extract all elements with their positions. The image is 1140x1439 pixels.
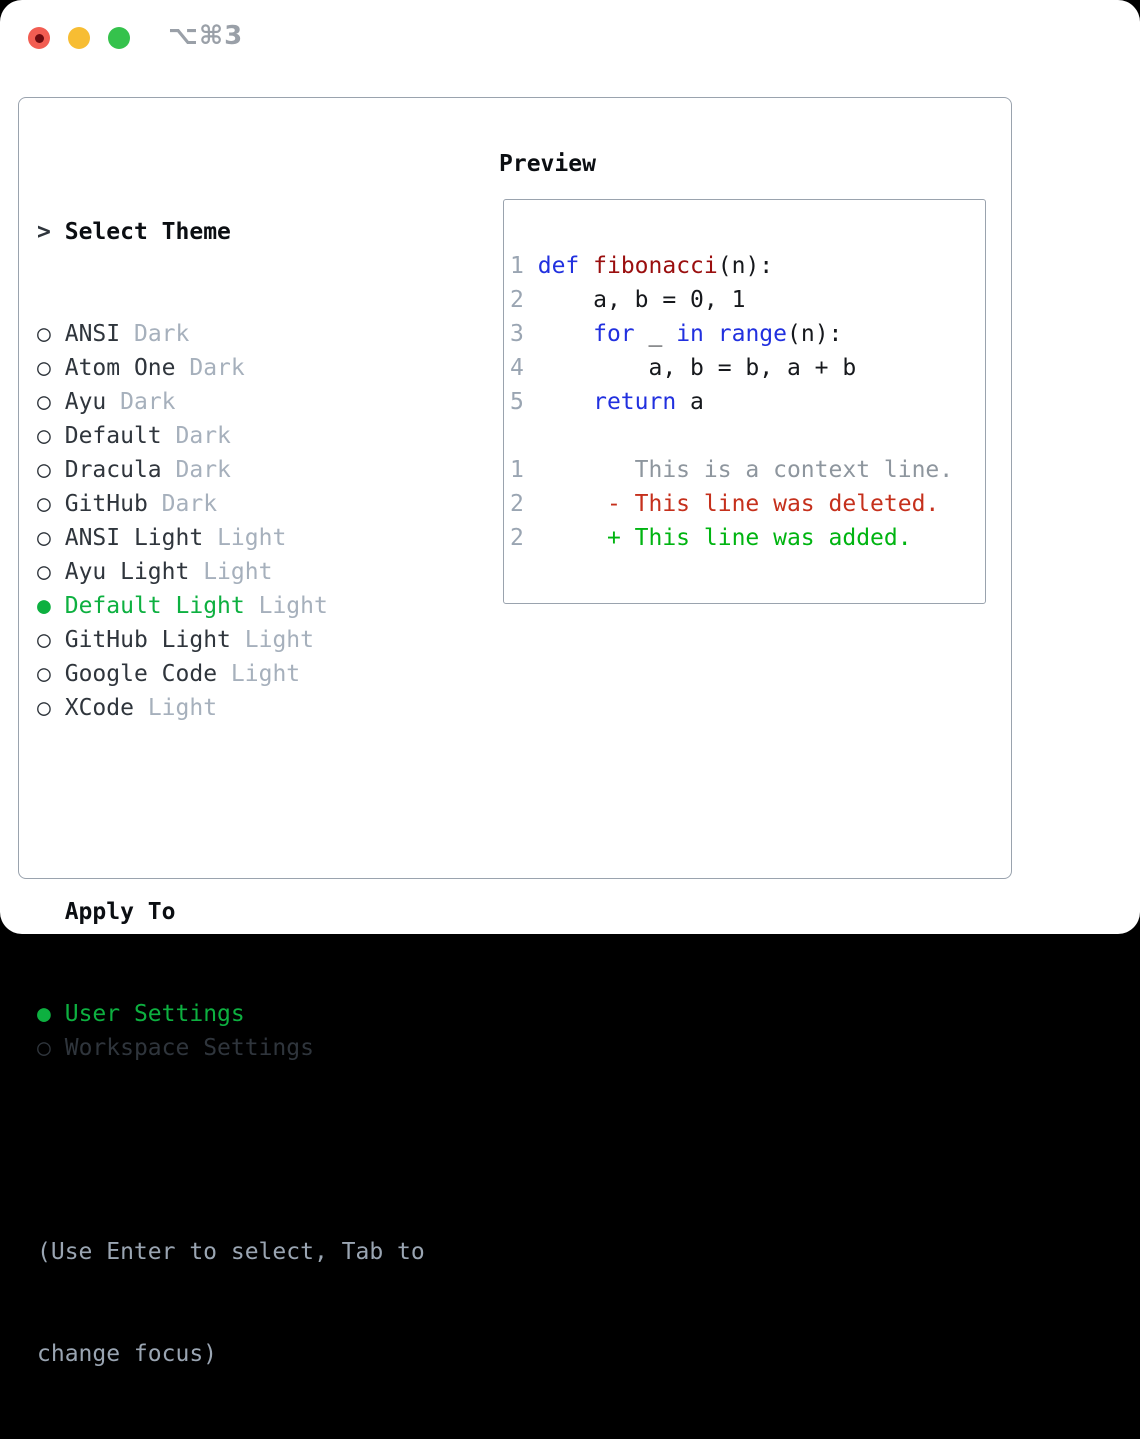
- close-button[interactable]: [28, 27, 50, 49]
- focus-caret-icon: >: [37, 219, 51, 245]
- radio-icon: ○: [37, 491, 51, 517]
- theme-option-default[interactable]: ○ Default Dark: [37, 419, 425, 453]
- theme-list: ○ ANSI Dark○ Atom One Dark○ Ayu Dark○ De…: [37, 317, 425, 725]
- theme-name: Dracula: [64, 457, 162, 483]
- theme-name: Ayu: [64, 389, 107, 415]
- apply-to-list: ● User Settings○ Workspace Settings: [37, 997, 425, 1065]
- preview-line: [510, 419, 985, 453]
- preview-line: 1 This is a context line.: [510, 457, 954, 483]
- radio-selected-icon: ●: [37, 593, 51, 619]
- theme-name: GitHub Light: [64, 627, 231, 653]
- radio-icon: ○: [37, 695, 51, 721]
- theme-option-atom-one[interactable]: ○ Atom One Dark: [37, 351, 425, 385]
- theme-name: Default: [64, 423, 162, 449]
- preview-title: Preview: [499, 151, 596, 177]
- line-number: 4: [510, 355, 524, 381]
- theme-option-github-light[interactable]: ○ GitHub Light Light: [37, 623, 425, 657]
- radio-icon: ○: [37, 627, 51, 653]
- help-text-line2: change focus): [37, 1341, 218, 1367]
- line-number: 2: [510, 287, 524, 313]
- radio-icon: ○: [37, 355, 51, 381]
- preview-line: 2 a, b = 0, 1: [510, 287, 746, 313]
- preview-line: 3 for _ in range(n):: [510, 321, 843, 347]
- theme-option-xcode[interactable]: ○ XCode Light: [37, 691, 425, 725]
- main-panel: > Select Theme ○ ANSI Dark○ Atom One Dar…: [18, 97, 1012, 1367]
- app-window: ⌥⌘3 > Select Theme ○ ANSI Dark○ Atom One…: [0, 0, 1140, 1367]
- theme-name: ANSI Light: [64, 525, 204, 551]
- theme-name: Google Code: [64, 661, 218, 687]
- theme-variant-tag: Light: [230, 661, 301, 687]
- spacer: [37, 793, 425, 827]
- radio-selected-icon: ●: [37, 1001, 51, 1027]
- radio-icon: ○: [37, 1035, 51, 1061]
- radio-icon: ○: [37, 525, 51, 551]
- select-theme-heading: > Select Theme: [37, 215, 425, 249]
- line-number: 1: [510, 253, 524, 279]
- theme-variant-tag: Light: [217, 525, 287, 551]
- line-number: 2: [510, 491, 524, 517]
- line-number: 1: [510, 457, 524, 483]
- theme-name: GitHub: [64, 491, 148, 517]
- preview-line: 2 - This line was deleted.: [510, 491, 940, 517]
- select-theme-title: Select Theme: [64, 219, 231, 245]
- apply-option-workspace-settings[interactable]: ○ Workspace Settings: [37, 1031, 425, 1065]
- theme-option-ansi-light[interactable]: ○ ANSI Light Light: [37, 521, 425, 555]
- radio-icon: ○: [37, 321, 51, 347]
- theme-name: Atom One: [64, 355, 176, 381]
- theme-variant-tag: Light: [203, 559, 273, 585]
- help-text-line1: (Use Enter to select, Tab to: [37, 1239, 425, 1265]
- preview-line: 1 def fibonacci(n):: [510, 253, 774, 279]
- theme-variant-tag: Light: [258, 593, 328, 619]
- theme-name: XCode: [64, 695, 134, 721]
- radio-icon: ○: [37, 457, 51, 483]
- theme-variant-tag: Dark: [120, 389, 176, 415]
- preview-line: 4 a, b = b, a + b: [510, 355, 857, 381]
- theme-name: Default Light: [64, 593, 245, 619]
- preview-line: 2 + This line was added.: [510, 525, 912, 551]
- line-number: 5: [510, 389, 524, 415]
- line-number: 2: [510, 525, 524, 551]
- minimize-button[interactable]: [68, 27, 90, 49]
- theme-selector: > Select Theme ○ ANSI Dark○ Atom One Dar…: [37, 147, 425, 1439]
- radio-icon: ○: [37, 559, 51, 585]
- theme-variant-tag: Dark: [175, 423, 231, 449]
- theme-option-default-light[interactable]: ● Default Light Light: [37, 589, 425, 623]
- theme-option-ayu-light[interactable]: ○ Ayu Light Light: [37, 555, 425, 589]
- keyboard-shortcut-label: ⌥⌘3: [168, 21, 244, 51]
- theme-option-dracula[interactable]: ○ Dracula Dark: [37, 453, 425, 487]
- theme-variant-tag: Light: [147, 695, 218, 721]
- theme-option-ayu[interactable]: ○ Ayu Dark: [37, 385, 425, 419]
- apply-option-label: Workspace Settings: [64, 1035, 314, 1061]
- theme-name: Ayu Light: [64, 559, 190, 585]
- theme-option-github[interactable]: ○ GitHub Dark: [37, 487, 425, 521]
- preview-box: 1 def fibonacci(n): 2 a, b = 0, 1 3 for _ …: [503, 199, 986, 604]
- radio-icon: ○: [37, 661, 51, 687]
- theme-variant-tag: Light: [244, 627, 314, 653]
- titlebar: [28, 27, 130, 49]
- spacer: [37, 1133, 425, 1167]
- theme-option-google-code[interactable]: ○ Google Code Light: [37, 657, 425, 691]
- theme-variant-tag: Dark: [189, 355, 245, 381]
- line-number: 3: [510, 321, 524, 347]
- close-dot-icon: [34, 33, 44, 43]
- radio-icon: ○: [37, 423, 51, 449]
- theme-name: ANSI: [64, 321, 121, 347]
- radio-icon: ○: [37, 389, 51, 415]
- theme-variant-tag: Dark: [161, 491, 218, 517]
- apply-to-heading: Apply To: [64, 899, 176, 925]
- apply-option-user-settings[interactable]: ● User Settings: [37, 997, 425, 1031]
- theme-variant-tag: Dark: [175, 457, 231, 483]
- apply-option-label: User Settings: [64, 1001, 245, 1027]
- zoom-button[interactable]: [108, 27, 130, 49]
- theme-variant-tag: Dark: [133, 321, 190, 347]
- theme-option-ansi[interactable]: ○ ANSI Dark: [37, 317, 425, 351]
- preview-line: 5 return a: [510, 389, 704, 415]
